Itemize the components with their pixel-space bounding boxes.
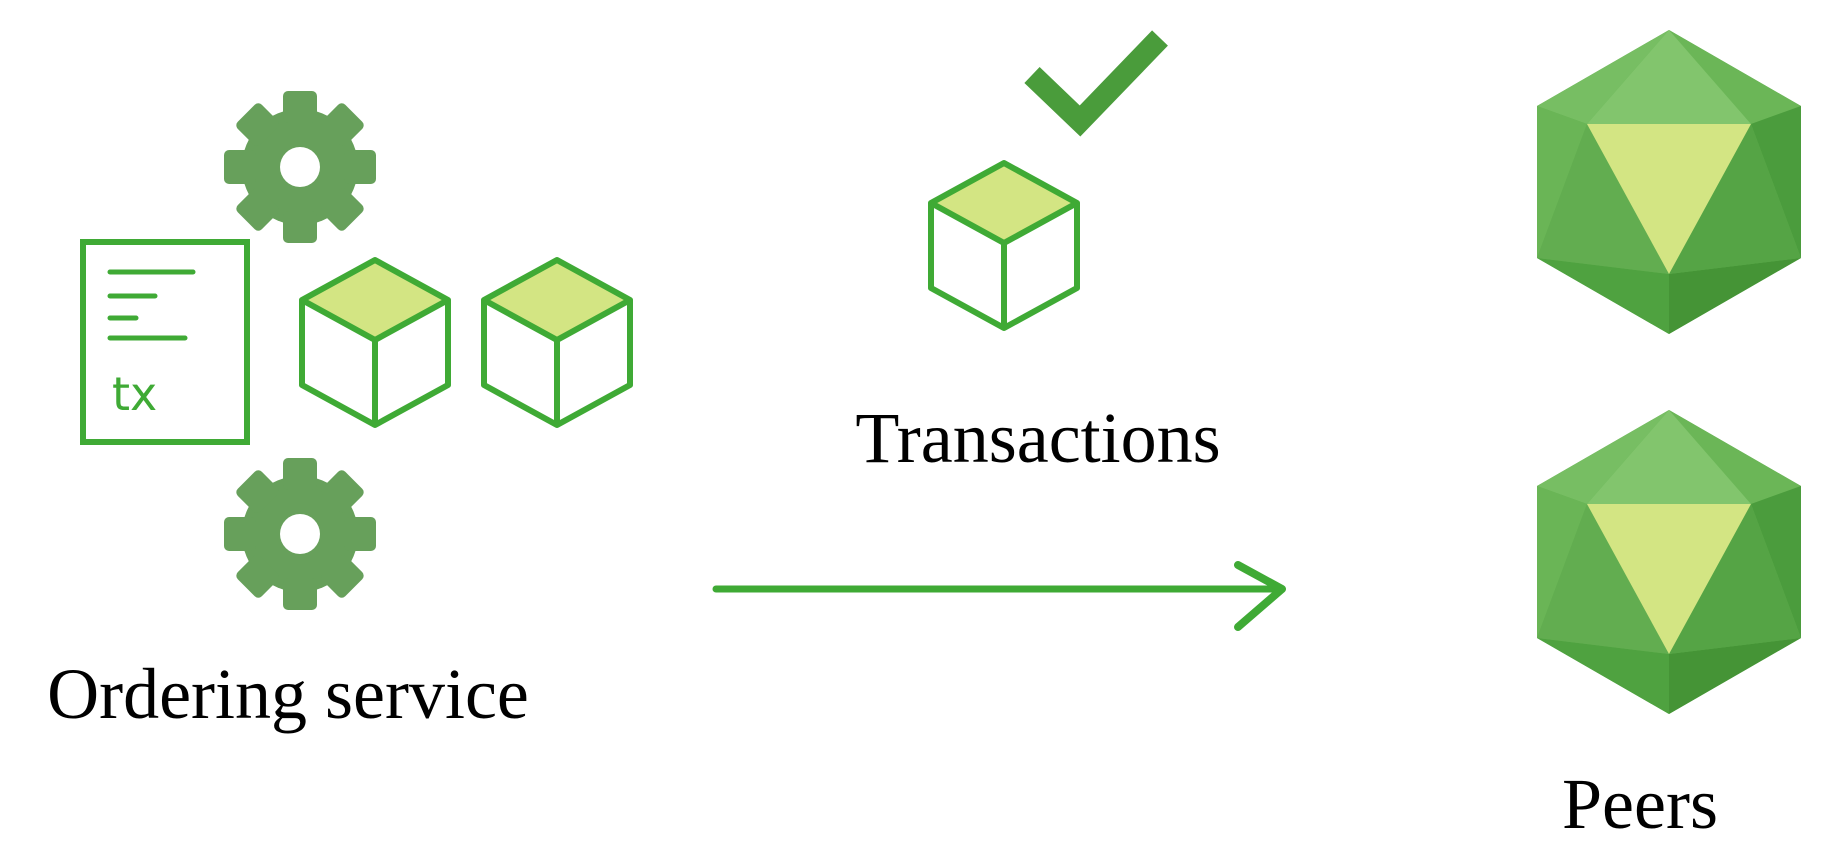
gear-icon [224,458,376,610]
transactions-group: Transactions [855,30,1221,478]
cube-icon [484,260,630,425]
arrow-right-icon [712,561,1286,631]
document-icon: tx [80,239,250,445]
checkmark-icon [1024,30,1168,137]
cube-icon [302,260,448,425]
transactions-label: Transactions [855,398,1220,478]
gear-icon [224,91,376,243]
peers-label: Peers [1562,764,1718,844]
cube-icon [931,163,1077,328]
icosahedron-icon [1537,410,1801,714]
tx-text: tx [112,367,157,421]
icosahedron-icon [1537,30,1801,334]
peers-group: Peers [1537,30,1801,844]
ordering-service-group: tx Ordering service [47,91,630,734]
ordering-service-label: Ordering service [47,654,529,734]
